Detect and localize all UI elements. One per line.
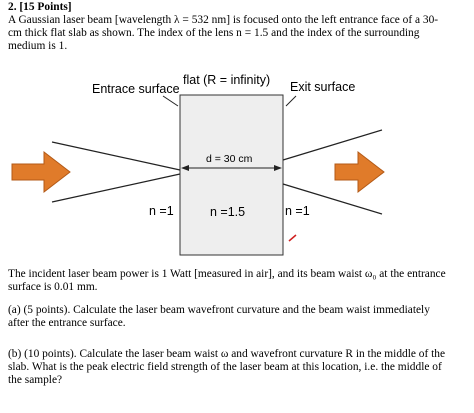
input-arrow [11, 150, 71, 194]
entrance-leader-line [162, 95, 179, 107]
part-a-line-1: (a) (5 points). Calculate the laser beam… [8, 304, 430, 316]
thickness-label: d = 30 cm [206, 153, 253, 165]
index-slab-label: n =1.5 [210, 205, 246, 219]
beam-line-right-top [282, 129, 383, 161]
intro-line-1: A Gaussian laser beam [wavelength λ = 53… [8, 14, 439, 26]
power-line-1: The incident laser beam power is 1 Watt … [8, 268, 446, 280]
exit-surface-label: Exit surface [290, 80, 356, 94]
thickness-arrowhead-left [181, 165, 189, 171]
part-a-line-2: after the entrance surface. [8, 317, 126, 329]
beam-line-left-top [51, 141, 181, 171]
index-left-label: n =1 [149, 204, 174, 218]
beam-line-right-bottom [282, 183, 383, 215]
part-b-line-3: the sample? [8, 374, 63, 386]
exit-leader-line [285, 95, 297, 107]
slab [179, 94, 284, 256]
intro-line-3: medium is 1. [8, 40, 68, 52]
red-mark [288, 234, 297, 242]
output-arrow [334, 150, 385, 194]
part-b-line-2: slab. What is the peak electric field st… [8, 361, 442, 373]
problem-header: 2. [15 Points] [8, 1, 72, 13]
flat-surface-label: flat (R = infinity) [183, 73, 271, 87]
entrance-surface-label: Entrace surface [92, 82, 180, 96]
power-line-2: surface is 0.01 mm. [8, 281, 98, 293]
beam-line-left-bottom [51, 173, 181, 203]
intro-line-2: cm thick flat slab as shown. The index o… [8, 27, 420, 39]
thickness-arrowhead-right [274, 165, 282, 171]
index-right-label: n =1 [285, 204, 310, 218]
part-b-line-1: (b) (10 points). Calculate the laser bea… [8, 348, 446, 360]
